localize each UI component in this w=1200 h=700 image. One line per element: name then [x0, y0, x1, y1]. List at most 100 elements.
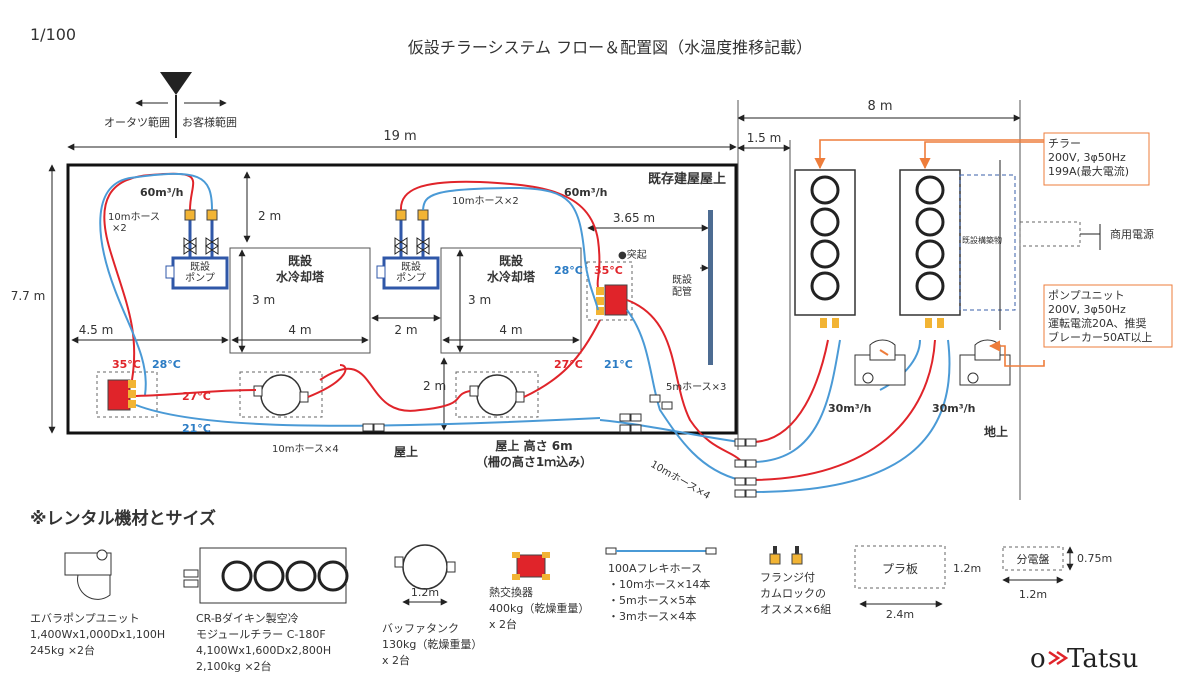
legend-flex-hose-icon [605, 547, 717, 555]
dim-4-5m: 4.5 m [79, 323, 114, 337]
hose-label-10x4-a: 10mホース×4 [272, 443, 339, 455]
svg-text:ポンプユニット: ポンプユニット [1048, 289, 1125, 302]
dim-8m: 8 m [867, 99, 892, 114]
dim-4m-a: 4 m [288, 323, 311, 337]
legend-pump-unit-icon [64, 549, 112, 600]
legend-buffer-dim: 1.2m [411, 586, 439, 599]
hose-connectors [362, 394, 757, 498]
legend-hx-1: 熱交換器 [489, 585, 533, 599]
hose-hot-3 [307, 364, 347, 398]
hose-cold-1 [99, 172, 213, 396]
svg-text:200V, 3φ50Hz: 200V, 3φ50Hz [1048, 151, 1126, 164]
flow-label-4: 30m³/h [932, 402, 975, 415]
legend-panel-h: 0.75m [1077, 552, 1112, 565]
existing-roof [66, 163, 738, 435]
dim-1-5m: 1.5 m [747, 131, 782, 145]
commercial-power-box [1019, 221, 1081, 247]
hose-hot-5 [399, 180, 601, 288]
legend-plate-h: 1.2m [953, 562, 981, 575]
heat-exchanger-2 [604, 284, 628, 316]
legend-hose-2: ・10mホース×14本 [608, 577, 710, 591]
company-logo: o Tatsu [1030, 644, 1138, 674]
legend-plate-icon [854, 545, 946, 608]
dim-2m-a: 2 m [258, 209, 281, 223]
legend-chiller-3: 4,100Wx1,600Dx2,800H [196, 644, 331, 657]
existing-pump-1: 既設ポンプ [165, 256, 229, 290]
hose-cold-7 [753, 339, 951, 493]
tower2-label: 既設水冷却塔 [487, 253, 536, 284]
temp-21-b: 21°C [604, 358, 633, 371]
existing-pump-2: 既設ポンプ [376, 256, 440, 290]
flow-label-2: 60m³/h [564, 186, 607, 199]
svg-text:Tatsu: Tatsu [1067, 644, 1138, 674]
hose-hot-1 [103, 172, 195, 381]
commercial-power-label: 商用電源 [1110, 227, 1154, 241]
legend-flange-icon [769, 546, 803, 565]
legend-hose-4: ・3mホース×4本 [608, 609, 696, 623]
heat-exchanger-area-2 [586, 261, 633, 321]
hose-label-5x3: 5mホース×3 [666, 381, 726, 393]
hose-hot-9 [753, 339, 936, 481]
legend-hose-1: 100Aフレキホース [608, 562, 702, 575]
svg-text:ブレーカー50AT以上: ブレーカー50AT以上 [1048, 330, 1152, 344]
hose-hot-6 [523, 319, 601, 398]
existing-structure-label: 既設構築物 [962, 235, 1002, 245]
hose-hot-7 [626, 299, 741, 461]
valve-set-2 [394, 209, 430, 258]
legend-pump-unit-3: 245kg ×2台 [30, 643, 95, 657]
hose-cold-3 [422, 186, 599, 311]
pump-callout: ポンプユニット 200V, 3φ50Hz 運転電流20A、推奨 ブレーカー50A… [988, 284, 1173, 367]
protrusion-label: ●突起 [618, 248, 647, 261]
legend-plate-label: プラ板 [882, 562, 918, 576]
tower1-label: 既設水冷却塔 [276, 253, 325, 284]
legend-chiller-1: CR-Bダイキン製空冷 [196, 611, 299, 625]
legend-flange-2: カムロックの [760, 587, 826, 600]
buffer-tank-1 [239, 371, 323, 418]
legend-flange-3: オスメス×6組 [760, 603, 831, 616]
chiller-1 [794, 169, 856, 328]
dim-3-65m: 3.65 m [613, 211, 655, 225]
temp-28-a: 28°C [152, 358, 181, 371]
chiller-2 [899, 169, 961, 328]
legend-panel-label: 分電盤 [1017, 553, 1050, 566]
hose-cold-6 [753, 339, 841, 463]
rooftop-label: 屋上 [394, 444, 418, 459]
roof-existing-label: 既存建屋屋上 [648, 171, 726, 187]
dim-3m-a: 3 m [252, 293, 275, 307]
hose-cold-4 [626, 309, 741, 481]
existing-pipe-label: 既設配管 [672, 273, 692, 298]
legend-buffer-1: バッファタンク [382, 622, 459, 635]
legend-hose-3: ・5mホース×5本 [608, 593, 696, 607]
chiller-callout: チラー 200V, 3φ50Hz 199A(最大電流) [814, 132, 1150, 186]
legend-panel-icon [1002, 546, 1074, 584]
legend-chiller-4: 2,100kg ×2台 [196, 659, 272, 673]
hose-cold-5 [599, 419, 741, 443]
cooling-tower-1 [229, 247, 371, 354]
legend-flange-1: フランジ付 [760, 571, 815, 584]
svg-text:o: o [1030, 644, 1046, 674]
dim-2m-b: 2 m [394, 323, 417, 337]
hose-hot-8 [753, 339, 829, 443]
dim-3m-b: 3 m [468, 293, 491, 307]
temp-35-b: 35°C [594, 264, 623, 277]
dim-4m-b: 4 m [499, 323, 522, 337]
existing-structure [959, 174, 1016, 311]
hose-cold-8 [879, 339, 921, 391]
boundary-left-label: オータツ範囲 [104, 115, 170, 129]
boundary-marker: オータツ範囲 お客様範囲 [104, 72, 237, 138]
legend-pump-unit-1: エバラポンプユニット [30, 612, 140, 625]
pump-unit-2 [959, 339, 1011, 386]
dim-19m: 19 m [383, 129, 416, 144]
legend-hx-2: 400kg（乾燥重量） [489, 601, 589, 615]
legend-buffer-2: 130kg（乾燥重量） [382, 637, 482, 651]
page-title: 仮設チラーシステム フロー＆配置図（水温度推移記載） [408, 38, 812, 57]
legend-pump-unit-2: 1,400Wx1,000Dx1,100H [30, 628, 165, 641]
temp-35-a: 35°C [112, 358, 141, 371]
buffer-tank-2 [455, 371, 539, 418]
roof-height-note: （柵の高さ1ｍ込み） [476, 454, 592, 469]
legend-chiller-icon [183, 547, 349, 604]
hose-cold-2 [135, 404, 601, 427]
legend-hx-3: x 2台 [489, 617, 517, 631]
legend-plate-w: 2.4m [886, 608, 914, 621]
